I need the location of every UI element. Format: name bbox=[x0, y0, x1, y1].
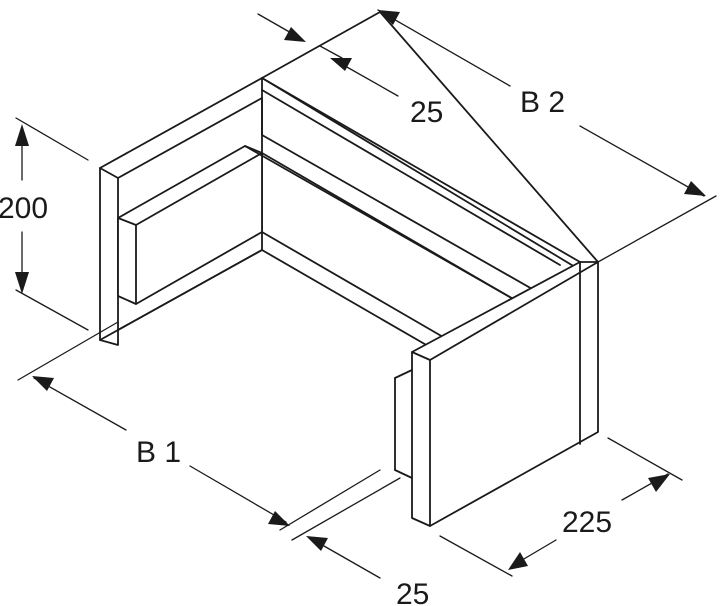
dimension-height: 200 bbox=[0, 117, 89, 331]
arrow-right-icon bbox=[284, 27, 306, 42]
dimension-bottom-thickness: 25 bbox=[291, 477, 429, 606]
dimension-b2: B 2 bbox=[377, 9, 717, 263]
height-label: 200 bbox=[0, 192, 48, 225]
b1-label: B 1 bbox=[136, 436, 181, 469]
right-end-plate bbox=[394, 261, 599, 527]
arrow-up-icon bbox=[15, 124, 29, 146]
dimension-depth: 225 bbox=[439, 437, 683, 577]
arrow-left-icon bbox=[306, 536, 328, 551]
arrow-left-icon bbox=[330, 58, 352, 71]
arrow-right-icon bbox=[684, 181, 706, 196]
bottom-thickness-label: 25 bbox=[396, 578, 429, 606]
arrow-down-icon bbox=[15, 272, 29, 294]
depth-label: 225 bbox=[562, 506, 612, 539]
arrow-left-icon bbox=[378, 10, 400, 25]
dimension-top-thickness: 25 bbox=[257, 13, 443, 129]
arrow-right-icon bbox=[268, 511, 290, 526]
b2-label: B 2 bbox=[520, 86, 565, 119]
left-end-plate bbox=[99, 77, 263, 346]
dimension-b1: B 1 bbox=[17, 321, 381, 531]
top-thickness-label: 25 bbox=[410, 96, 443, 129]
back-rail bbox=[244, 11, 599, 371]
arrow-left-icon bbox=[32, 376, 54, 391]
arrow-left-icon bbox=[508, 552, 528, 570]
arrow-right-icon bbox=[648, 474, 670, 492]
